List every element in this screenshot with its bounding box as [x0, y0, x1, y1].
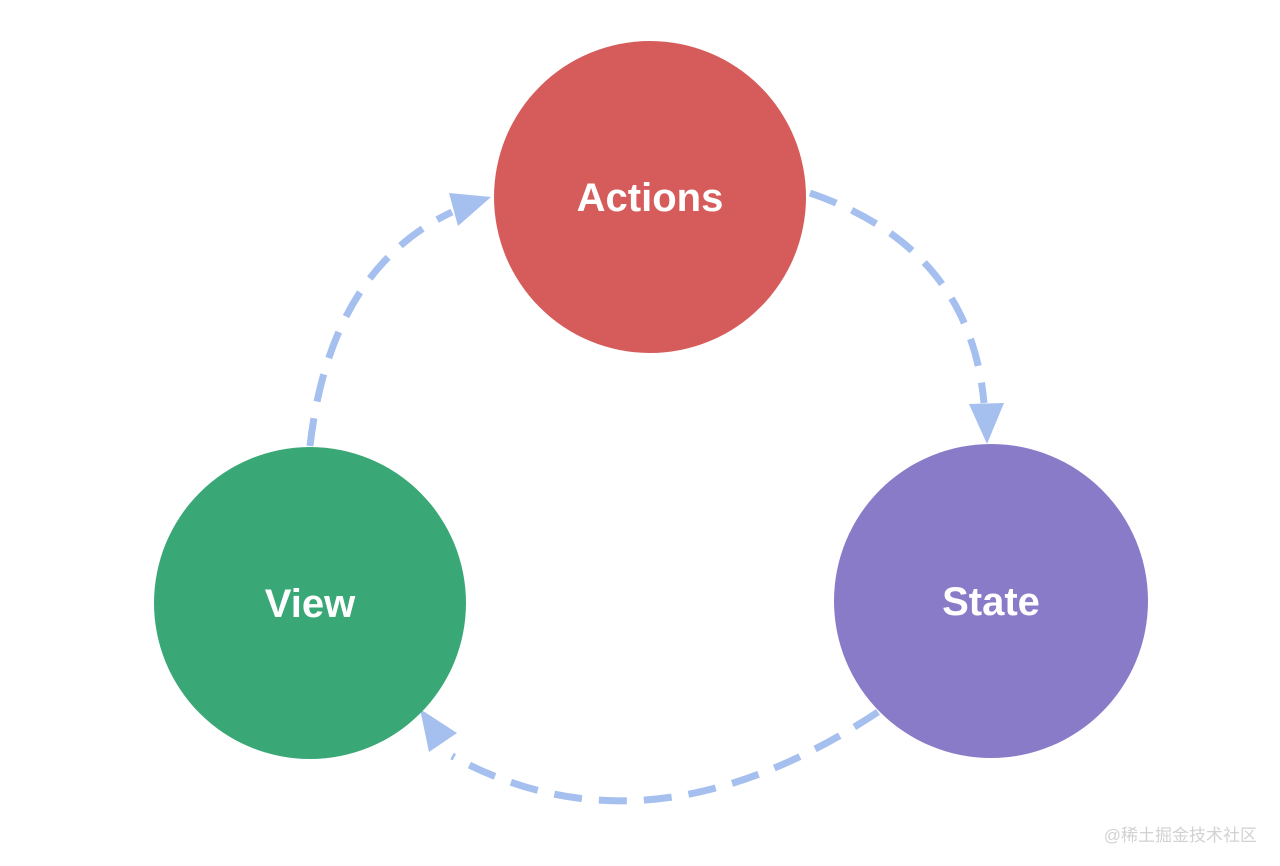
- arrowhead-actions-to-state-icon: [969, 403, 1004, 444]
- node-state: [834, 444, 1148, 758]
- edge-state-to-view: [450, 709, 880, 805]
- arrowhead-state-to-view-icon: [420, 709, 457, 752]
- node-view-label: View: [265, 582, 356, 626]
- node-view: [154, 447, 466, 759]
- edge-actions-to-state: [808, 189, 988, 404]
- edge-view-to-actions: [306, 208, 454, 447]
- node-actions: [494, 41, 806, 353]
- watermark: @稀土掘金技术社区: [1104, 826, 1257, 845]
- node-actions-label: Actions: [577, 176, 724, 220]
- arrowhead-view-to-actions-icon: [449, 193, 491, 226]
- node-state-label: State: [942, 580, 1040, 624]
